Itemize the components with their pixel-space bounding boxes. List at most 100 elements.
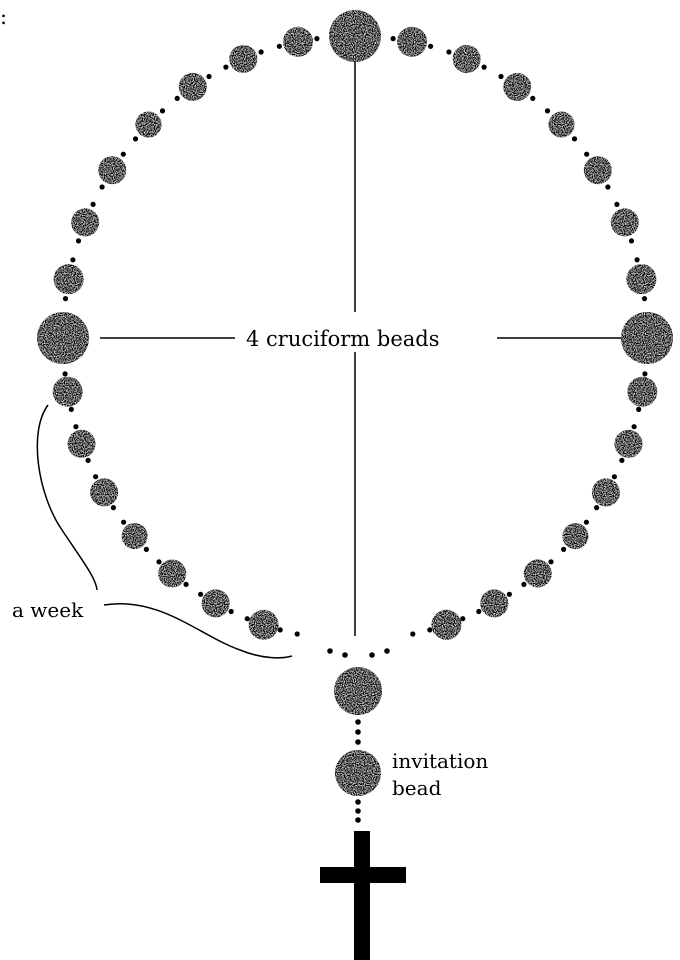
chain-dot <box>446 49 451 54</box>
chain-dot <box>594 505 599 510</box>
week-bead-upper-right-2 <box>453 45 481 73</box>
chain-dot <box>427 627 432 632</box>
chain-dot <box>614 202 619 207</box>
chain-dot <box>460 616 465 621</box>
week-bead-upper-left-5 <box>179 73 207 101</box>
week-bead-upper-right-4 <box>549 112 575 138</box>
week-bead-lower-left-7 <box>53 377 83 407</box>
chain-dot <box>605 184 610 189</box>
week-bead-lower-left-4 <box>122 523 148 549</box>
week-bead-lower-left-6 <box>68 430 96 458</box>
week-bead-upper-right-3 <box>503 73 531 101</box>
pendant-chain-dot <box>355 729 361 735</box>
chain-dot <box>391 36 396 41</box>
week-label: a week <box>12 598 84 622</box>
pendant-chain-dot <box>355 719 361 725</box>
chain-dot <box>144 547 149 552</box>
week-bead-upper-left-2 <box>71 208 99 236</box>
chain-dot <box>295 631 300 636</box>
pendant-chain-dot <box>355 799 361 805</box>
chain-dot <box>530 96 535 101</box>
chain-dot <box>133 136 138 141</box>
invitation-label-line2: bead <box>392 776 442 800</box>
week-bead-lower-left-2 <box>202 589 230 617</box>
chain-dot <box>91 202 96 207</box>
chain-dot <box>100 184 105 189</box>
cross-icon <box>320 831 406 960</box>
week-bead-lower-left-3 <box>158 560 186 588</box>
chain-dot <box>632 424 637 429</box>
chain-dot <box>635 257 640 262</box>
chain-dot <box>198 592 203 597</box>
week-bead-lower-right-3 <box>592 478 620 506</box>
chain-dot <box>70 257 75 262</box>
chain-dot <box>184 582 189 587</box>
pendant-chain-dot <box>327 648 333 654</box>
chain-dot <box>160 108 165 113</box>
chain-dot <box>584 520 589 525</box>
chain-dot <box>476 609 481 614</box>
pendant-chain-dot <box>355 739 361 745</box>
week-bead-upper-right-5 <box>584 156 612 184</box>
chain-dot <box>548 559 553 564</box>
week-bead-upper-right-1 <box>397 27 427 57</box>
chain-dot <box>206 74 211 79</box>
week-bead-lower-right-2 <box>615 430 643 458</box>
chain-dot <box>69 407 74 412</box>
chain-dot <box>277 44 282 49</box>
chain-dot <box>612 474 617 479</box>
chain-dot <box>76 238 81 243</box>
chain-dot <box>629 238 634 243</box>
pendant-chain-dot <box>342 652 348 658</box>
chain-dot <box>121 520 126 525</box>
week-bead-lower-right-4 <box>562 523 588 549</box>
chain-dot <box>410 631 415 636</box>
week-bead-upper-left-7 <box>283 27 313 57</box>
pendant-chain-dot <box>355 817 361 823</box>
chain-dot <box>521 582 526 587</box>
chain-dot <box>561 547 566 552</box>
chain-dot <box>498 74 503 79</box>
chain-dot <box>584 152 589 157</box>
chain-dot <box>93 474 98 479</box>
chain-dot <box>642 296 647 301</box>
chain-dot <box>175 96 180 101</box>
pendant-chain-dot <box>384 648 390 654</box>
pendant-chain-dot <box>369 652 375 658</box>
cross-vertical-bar <box>354 831 370 960</box>
chain-dot <box>278 627 283 632</box>
cruciform-beads-label: 4 cruciform beads <box>246 327 440 351</box>
chain-dot <box>428 44 433 49</box>
week-bead-upper-right-7 <box>626 264 656 294</box>
chain-dot <box>572 136 577 141</box>
week-bead-upper-left-6 <box>229 45 257 73</box>
week-bead-upper-left-4 <box>136 112 162 138</box>
cross-horizontal-bar <box>320 867 406 883</box>
chain-dot <box>545 108 550 113</box>
pendant-chain-dot <box>355 808 361 814</box>
cruciform-bead-right <box>621 312 673 364</box>
cruciform-bead-top <box>329 10 381 62</box>
week-bead-upper-right-6 <box>611 208 639 236</box>
pendant <box>320 648 406 960</box>
chain-dot <box>482 65 487 70</box>
chain-dot <box>73 424 78 429</box>
cruciform-bead-left <box>37 312 89 364</box>
week-bead-lower-right-7 <box>431 610 461 640</box>
labels: 4 cruciform beads a week invitation bead <box>12 327 488 800</box>
invitation-bead <box>335 750 381 796</box>
header-fragment-text: : <box>0 5 7 29</box>
week-bead-lower-left-1 <box>249 610 279 640</box>
chain-dot <box>86 458 91 463</box>
chain-dot <box>111 505 116 510</box>
week-bead-upper-left-1 <box>54 264 84 294</box>
chain-dot <box>507 592 512 597</box>
week-bead-lower-left-5 <box>90 478 118 506</box>
chain-dot <box>63 296 68 301</box>
chain-dot <box>63 371 68 376</box>
invitation-label-line1: invitation <box>392 749 488 773</box>
week-bead-lower-right-1 <box>627 377 657 407</box>
chain-dot <box>245 616 250 621</box>
week-bead-upper-left-3 <box>98 156 126 184</box>
